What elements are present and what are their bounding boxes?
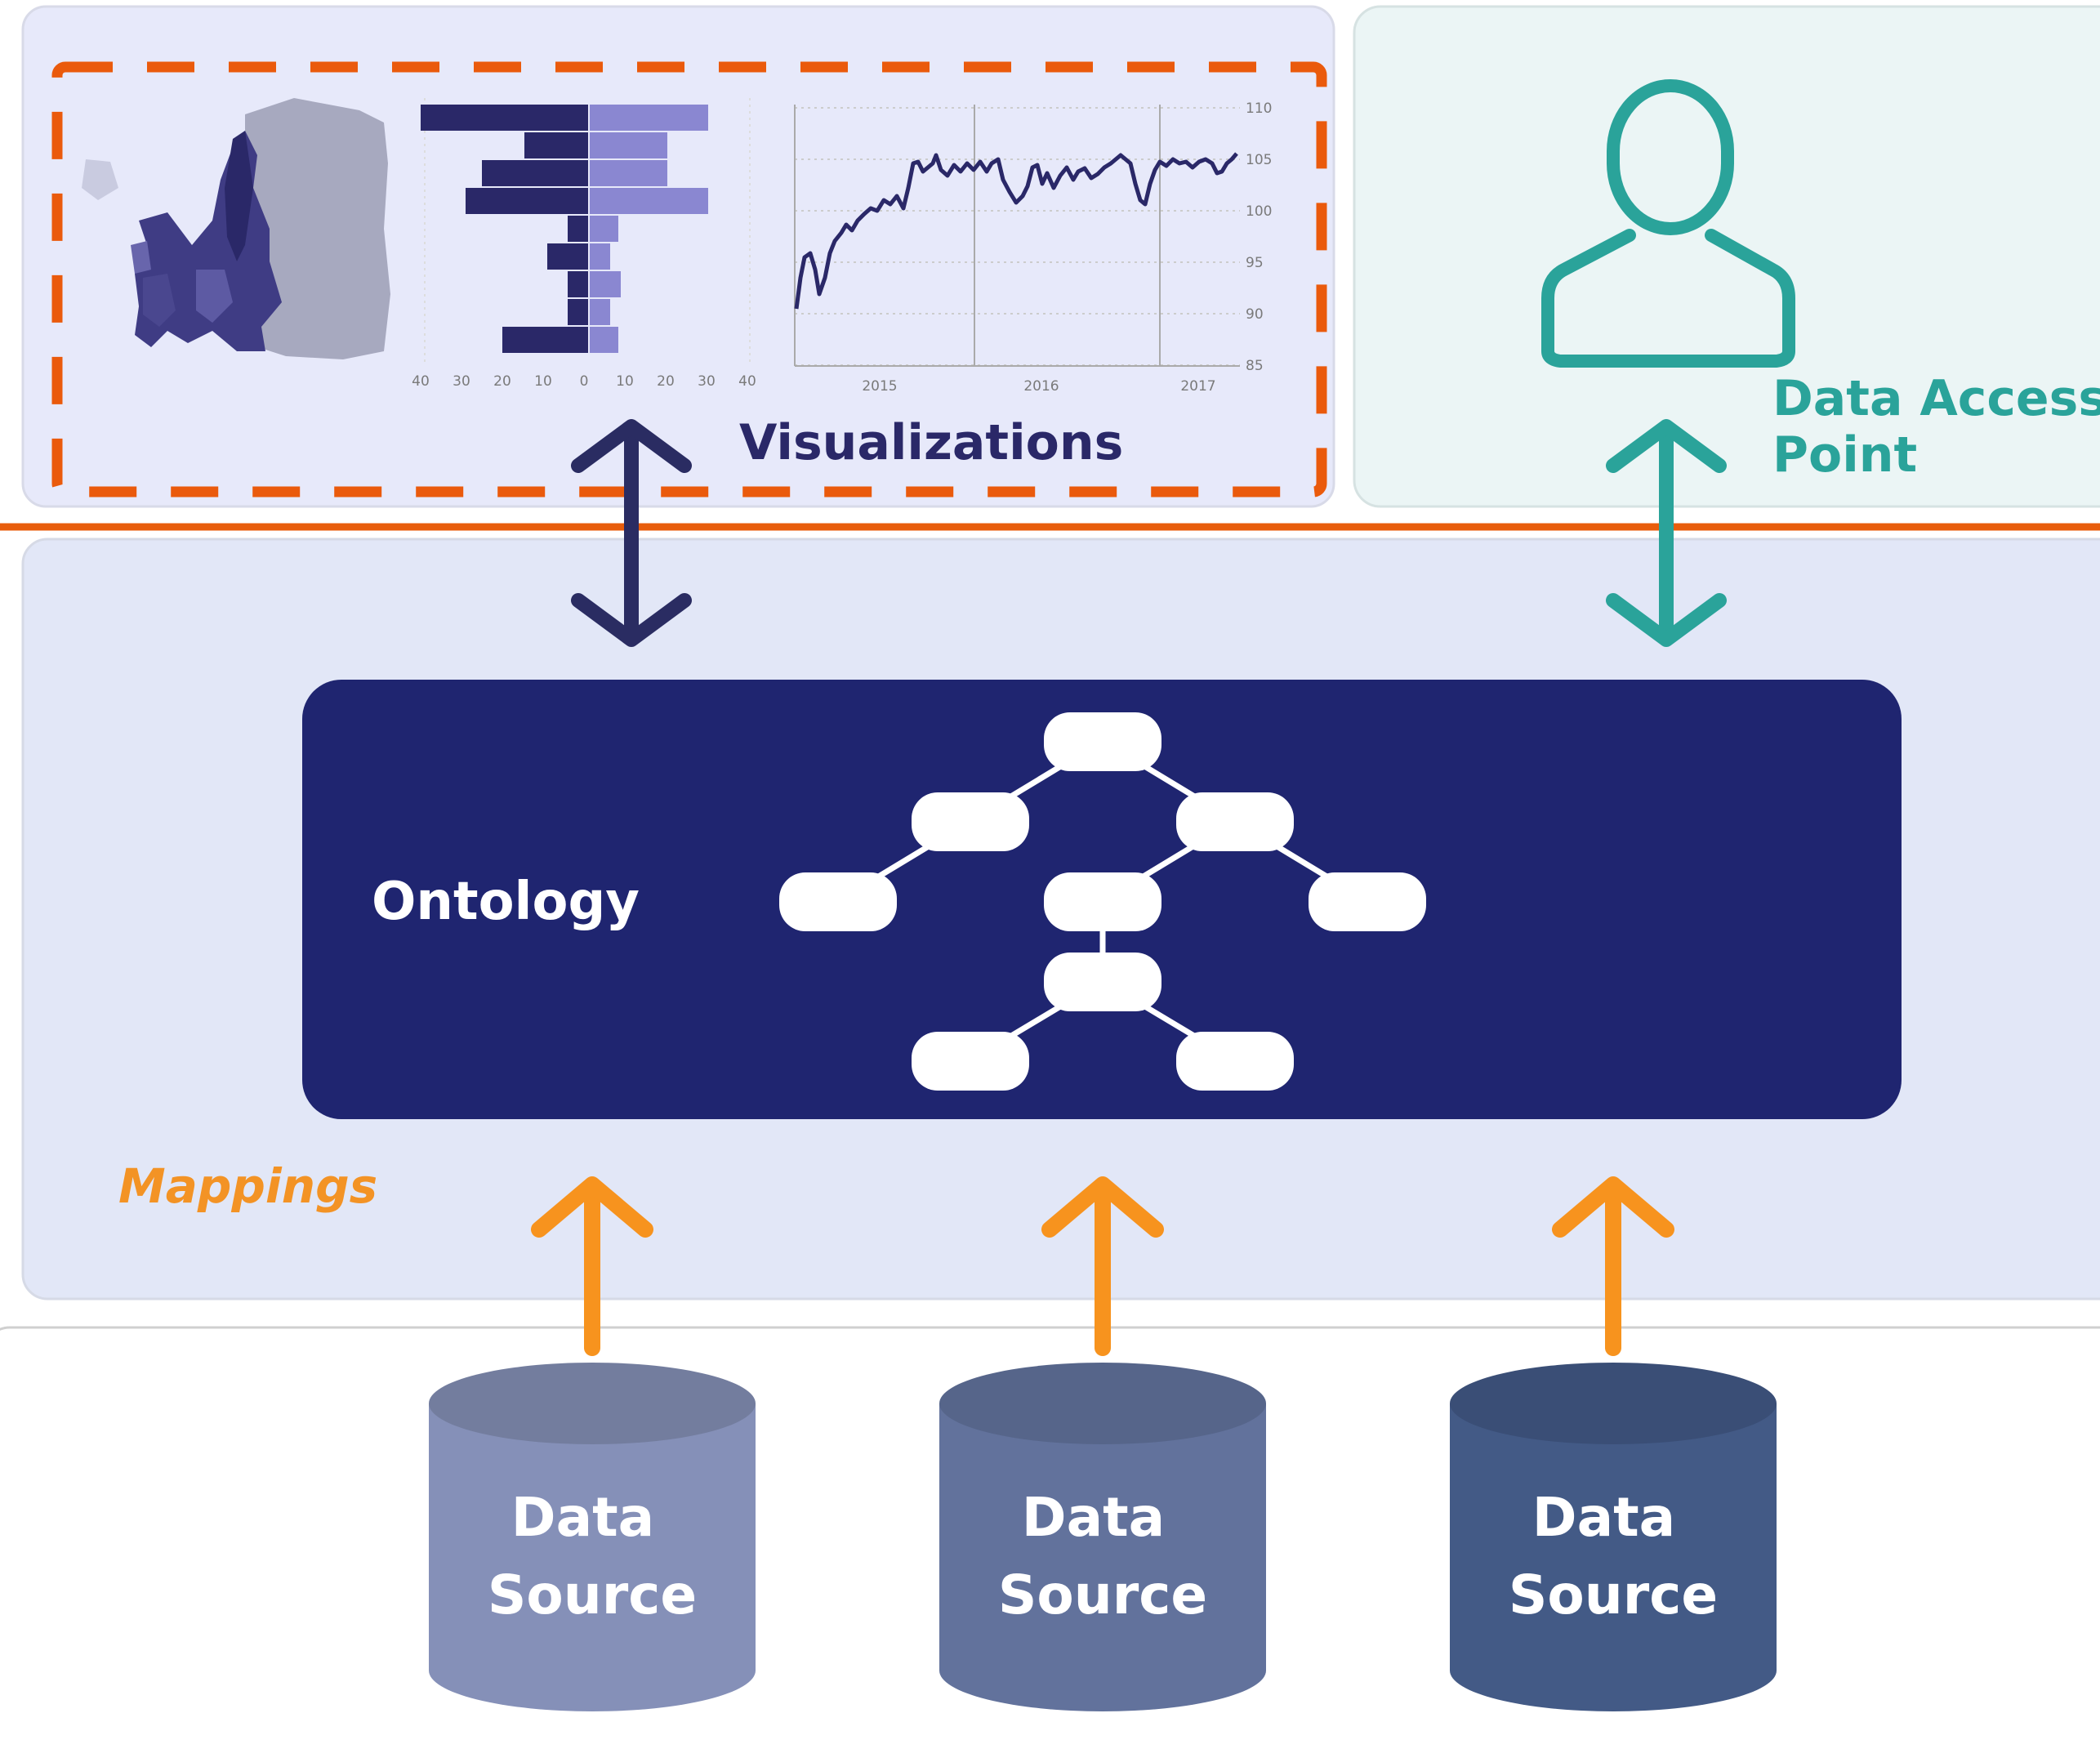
ontology-node <box>1176 1032 1294 1091</box>
pyramid-bar-left <box>466 188 588 214</box>
data-source-label: Data Source <box>1509 1486 1718 1626</box>
line-chart-y-tick: 100 <box>1246 203 1272 220</box>
line-chart-y-tick: 90 <box>1246 306 1264 323</box>
data-access-point-label: Data Access Point <box>1772 370 2100 484</box>
pyramid-tick-label: 40 <box>738 373 756 390</box>
ontology-node <box>1044 872 1161 931</box>
line-chart-x-tick: 2015 <box>862 378 897 395</box>
pyramid-tick-label: 30 <box>453 373 470 390</box>
pyramid-tick-label: 10 <box>534 373 552 390</box>
ontology-node <box>1044 953 1161 1011</box>
line-chart-y-tick: 85 <box>1246 358 1264 374</box>
ontology-node <box>779 872 897 931</box>
data-access-point-line2: Point <box>1772 426 1917 484</box>
mappings-label: Mappings <box>118 1158 377 1214</box>
pyramid-bar-left <box>568 271 588 297</box>
pyramid-bar-left <box>547 243 588 270</box>
ontology-tree <box>779 712 1426 1091</box>
pyramid-bar-left <box>568 216 588 242</box>
mapping-arrow <box>1552 1176 1674 1356</box>
pyramid-tick-label: 40 <box>412 373 430 390</box>
ontology-node <box>1176 792 1294 851</box>
data-source-label: Data Source <box>488 1486 697 1626</box>
mapping-arrow <box>531 1176 653 1356</box>
ontology-label: Ontology <box>372 872 640 932</box>
pyramid-tick-label: 20 <box>657 373 675 390</box>
pyramid-tick-label: 10 <box>616 373 634 390</box>
pyramid-bar-left <box>568 299 588 325</box>
user-icon <box>1541 79 1795 368</box>
ontology-node <box>912 1032 1029 1091</box>
line-chart-y-tick: 110 <box>1246 100 1272 117</box>
pyramid-bar-left <box>524 132 588 158</box>
visualizations-highlight-frame <box>51 61 1327 497</box>
pyramid-bar-right <box>590 299 610 325</box>
line-chart-series <box>794 152 1238 310</box>
pyramid-bar-left <box>421 105 588 131</box>
europe-map-image <box>82 98 390 359</box>
pyramid-bar-right <box>590 243 610 270</box>
mapping-arrow <box>1041 1176 1164 1356</box>
pyramid-bar-right <box>590 160 667 186</box>
data-access-panel <box>1353 5 2100 508</box>
pyramid-bar-left <box>482 160 588 186</box>
line-chart-x-tick: 2016 <box>1023 378 1059 395</box>
pyramid-bar-left <box>502 327 588 353</box>
pyramid-bar-right <box>590 271 621 297</box>
data-access-point-line1: Data Access <box>1772 370 2100 427</box>
pyramid-bar-right <box>590 327 618 353</box>
line-chart: 110 105 100 95 90 85 2015 2016 2017 <box>794 100 1272 395</box>
pyramid-tick-label: 20 <box>493 373 511 390</box>
data-source-cylinder: Data Source <box>429 1363 756 1711</box>
pyramid-bar-right <box>590 105 708 131</box>
pyramid-tick-label: 0 <box>580 373 589 390</box>
access-point-ontology-arrow <box>1606 419 1727 647</box>
pyramid-tick-label: 30 <box>698 373 716 390</box>
visualizations-ontology-arrow <box>571 419 692 647</box>
line-chart-y-tick: 105 <box>1246 152 1272 168</box>
pyramid-bar-right <box>590 216 618 242</box>
data-source-cylinder: Data Source <box>1450 1363 1777 1711</box>
ontology-node <box>912 792 1029 851</box>
line-chart-y-tick: 95 <box>1246 255 1264 271</box>
pyramid-chart: 40 30 20 10 0 10 20 30 40 <box>412 98 756 390</box>
ontology-node <box>1309 872 1426 931</box>
line-chart-x-tick: 2017 <box>1180 378 1215 395</box>
ontology-node <box>1044 712 1161 771</box>
data-source-label: Data Source <box>998 1486 1207 1626</box>
pyramid-bar-right <box>590 132 667 158</box>
visualizations-label: Visualizations <box>739 414 1123 471</box>
pyramid-bar-right <box>590 188 708 214</box>
data-source-cylinder: Data Source <box>939 1363 1266 1711</box>
